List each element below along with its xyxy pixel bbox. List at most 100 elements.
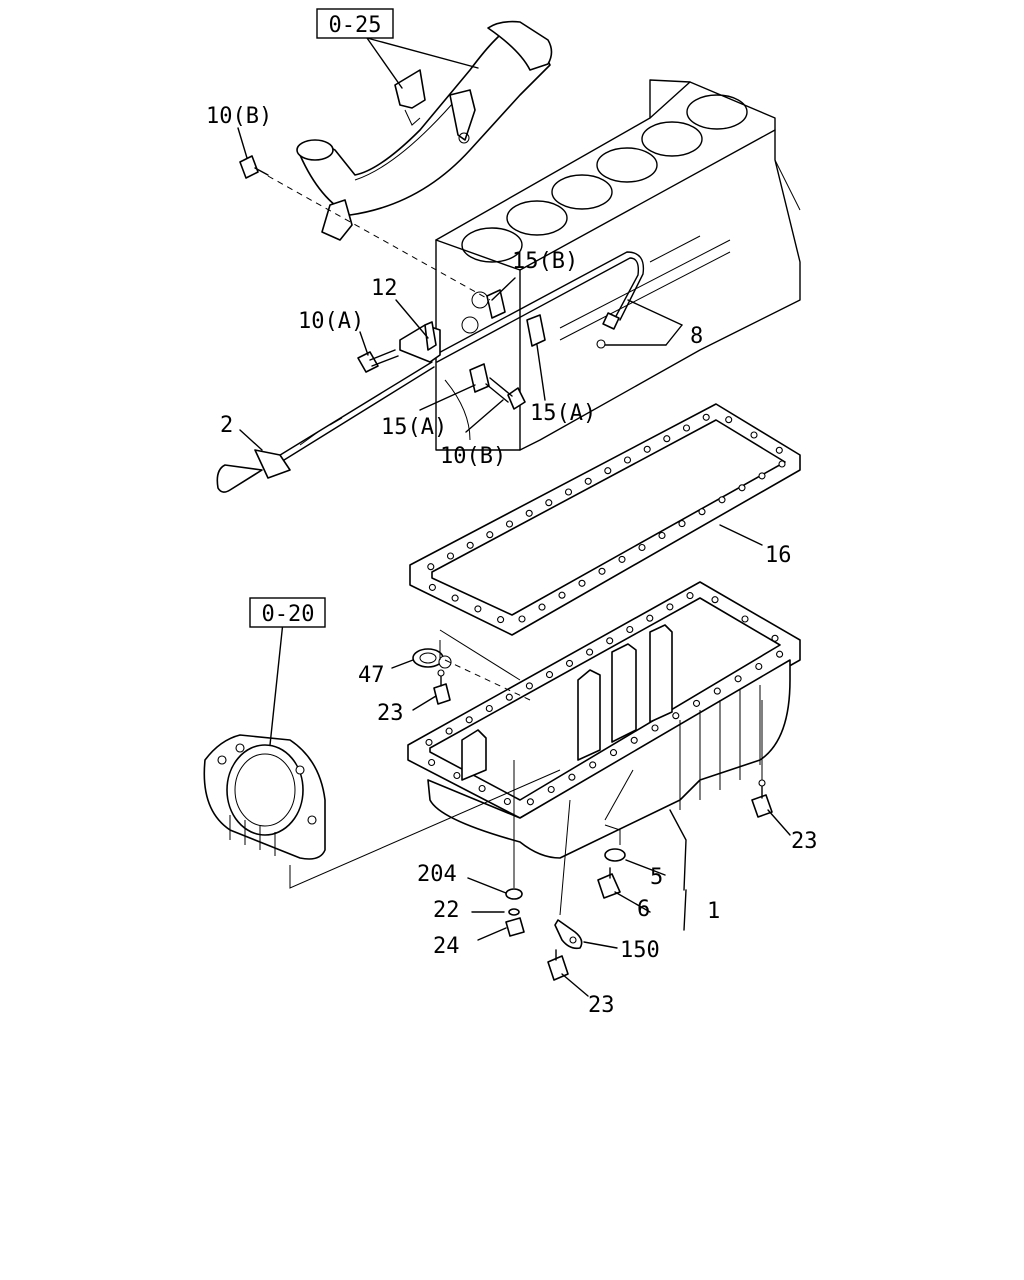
washer-22	[508, 908, 520, 916]
gasket-bolt-hole	[497, 616, 505, 624]
gasket-bolt-hole	[738, 484, 746, 492]
gasket-bolt-hole	[598, 567, 606, 575]
gasket-bolt-hole	[638, 543, 646, 552]
bolt-10b-middle	[485, 377, 526, 410]
pan-flange-bolt-hole	[755, 662, 763, 671]
callout-47: 47	[358, 663, 385, 688]
bracket-150	[554, 919, 583, 950]
pan-flange-bolt-hole	[630, 736, 638, 744]
callout-23-left: 23	[377, 701, 404, 726]
callout-23-bottom: 23	[588, 993, 615, 1018]
pan-flange-bolt-hole	[686, 592, 694, 600]
gasket-bolt-hole	[663, 435, 671, 443]
pan-flange-bolt-hole	[445, 727, 453, 735]
pan-flange-bolt-hole	[666, 603, 674, 611]
oil-pan-gasket	[409, 403, 801, 636]
gasket-bolt-hole	[486, 531, 494, 539]
callout-6: 6	[637, 897, 650, 922]
pan-flange-bolt-hole	[609, 749, 618, 757]
stud-bolt-23-left	[433, 669, 451, 705]
gasket-bolt-hole	[466, 541, 474, 549]
pan-flange-bolt-hole	[646, 614, 654, 622]
callout-15b: 15(B)	[512, 249, 578, 274]
bolt-10b-top	[239, 155, 491, 301]
callout-24: 24	[433, 934, 460, 959]
pan-flange-bolt-hole	[672, 712, 680, 720]
gasket-bolt-hole	[427, 563, 435, 571]
bolt-10a	[357, 349, 399, 373]
gasket-bolt-hole	[474, 605, 482, 613]
gasket-bolt-hole	[545, 499, 553, 507]
pan-flange-bolt-hole	[711, 596, 719, 604]
gasket-bolt-hole	[564, 488, 573, 496]
pan-flange-bolt-hole	[453, 771, 461, 780]
gasket-bolt-hole	[558, 591, 566, 599]
pan-flange-bolt-hole	[478, 784, 486, 793]
gasket-bolt-hole	[578, 579, 586, 587]
callout-5: 5	[650, 865, 663, 890]
pan-flange-bolt-hole	[425, 738, 433, 746]
oil-pipe	[296, 20, 553, 241]
gasket-bolt-hole	[750, 431, 758, 439]
callout-16: 16	[765, 543, 792, 568]
pan-flange-bolt-hole	[547, 785, 555, 794]
washer-204	[505, 888, 523, 900]
gasket-bolt-hole	[428, 583, 436, 591]
nut-24	[505, 917, 525, 937]
dipstick-guide-tube	[399, 251, 645, 393]
pan-flange-bolt-hole	[606, 637, 614, 645]
callout-23-right: 23	[791, 829, 818, 854]
pan-flange-bolt-hole	[568, 773, 576, 781]
gasket-bolt-hole	[725, 416, 733, 424]
pan-flange-bolt-hole	[626, 625, 634, 634]
gasket-bolt-hole	[505, 520, 514, 528]
leader-lines	[237, 37, 791, 997]
gasket-bolt-hole	[451, 594, 459, 602]
reference-box-0-20[interactable]: 0-20	[249, 597, 326, 628]
gasket-bolt-hole	[538, 603, 546, 611]
pan-flange-bolt-hole	[771, 634, 779, 642]
gasket-bolt-hole	[698, 508, 706, 516]
gasket-bolt-hole	[518, 615, 526, 623]
pan-flange-bolt-hole	[586, 648, 594, 656]
pan-flange-bolt-hole	[526, 798, 534, 806]
pan-flange-bolt-hole	[505, 693, 513, 701]
callout-2: 2	[220, 413, 233, 438]
callout-10b-top: 10(B)	[206, 104, 272, 129]
gasket-bolt-hole	[446, 552, 455, 560]
gasket-bolt-hole	[618, 555, 626, 563]
pan-flange-bolt-hole	[545, 671, 554, 679]
pan-flange-bolt-hole	[651, 724, 659, 732]
reference-label-0-20: 0-20	[262, 602, 315, 627]
pan-flange-bolt-hole	[503, 797, 511, 806]
gasket-bolt-hole	[643, 445, 651, 453]
pan-flange-bolt-hole	[565, 659, 574, 667]
gasket-bolt-hole	[775, 446, 783, 454]
gasket-bolt-hole	[758, 472, 766, 480]
gasket-bolt-hole	[584, 477, 592, 485]
dipstick	[216, 361, 435, 493]
assembly-lines	[289, 629, 763, 916]
gasket-bolt-hole	[778, 460, 786, 468]
pan-flange-bolt-hole	[741, 615, 749, 623]
pan-flange-bolt-hole	[734, 675, 742, 683]
seal-ring-47	[412, 648, 452, 669]
oil-pan	[407, 581, 801, 859]
callout-150: 150	[620, 938, 660, 963]
stud-bolt-23-right	[751, 779, 773, 818]
callouts: 10(B) 15(B) 12 10(A) 8 2 15(A) 15(A) 10(…	[206, 104, 818, 1018]
stud-bolt-23-bottom	[547, 949, 569, 981]
pan-flange-bolt-hole	[485, 704, 493, 713]
callout-10a: 10(A)	[298, 309, 364, 334]
gasket-bolt-hole	[604, 467, 612, 475]
callout-1: 1	[707, 899, 720, 924]
gasket-bolt-hole	[678, 520, 686, 528]
gasket-bolt-hole	[702, 413, 710, 421]
gasket-bolt-hole	[525, 509, 533, 517]
pan-flange-bolt-hole	[692, 699, 701, 707]
callout-22: 22	[433, 898, 460, 923]
callout-8: 8	[690, 324, 703, 349]
pan-flange-bolt-hole	[428, 758, 436, 767]
reference-box-0-25[interactable]: 0-25	[316, 8, 394, 39]
